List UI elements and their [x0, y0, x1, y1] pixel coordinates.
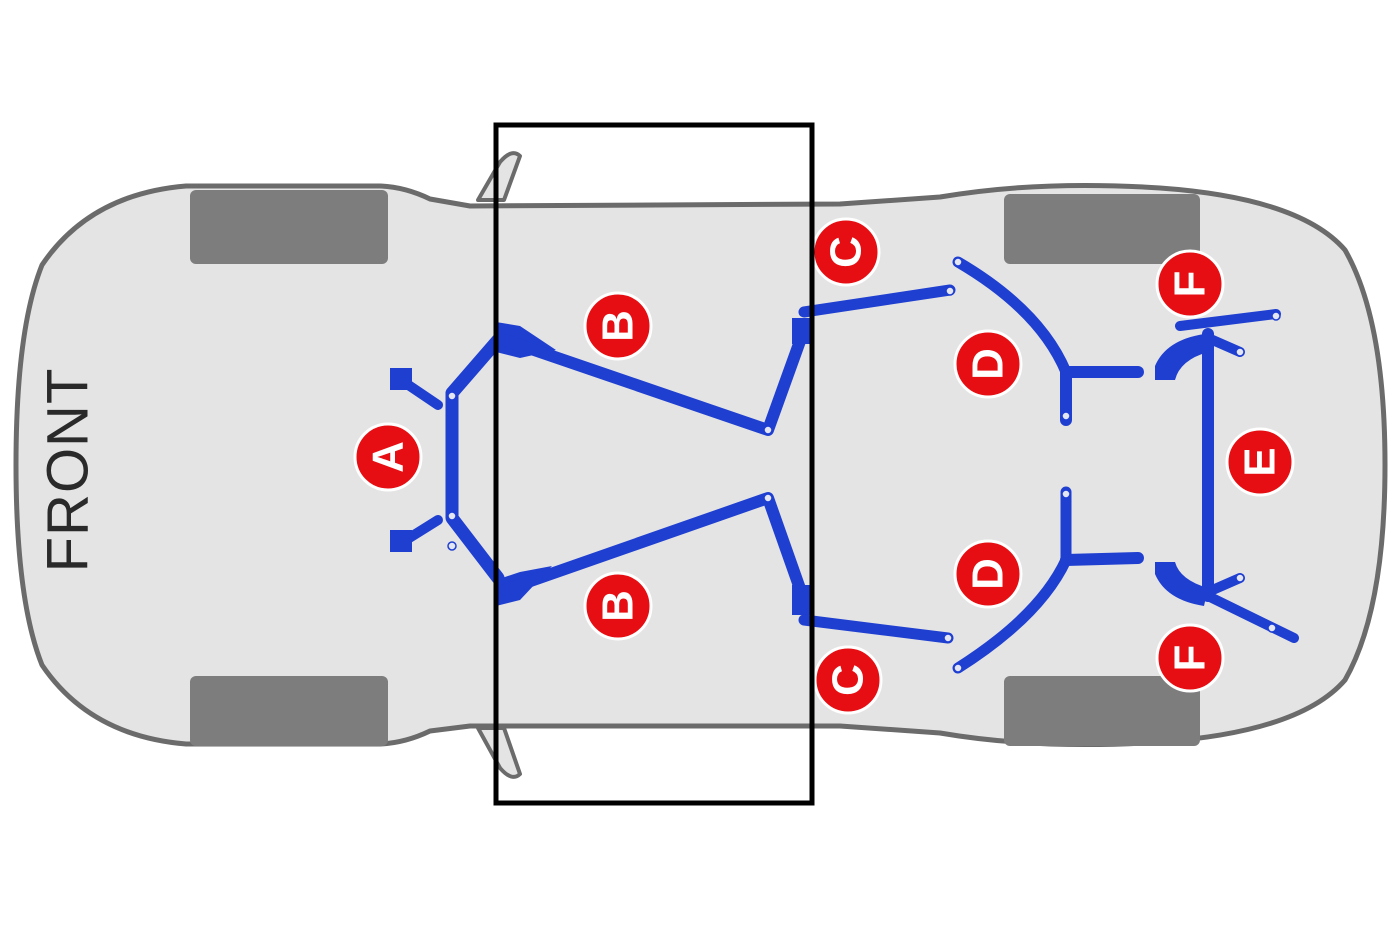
svg-text:F: F: [1166, 645, 1215, 672]
svg-text:B: B: [594, 310, 643, 342]
brace-d-top: [952, 256, 1144, 426]
brace-f-top: [1175, 309, 1281, 357]
svg-text:C: C: [824, 664, 873, 696]
badge-f-bottom: F: [1155, 623, 1225, 693]
brace-f-bottom: [1203, 573, 1299, 643]
svg-text:B: B: [594, 590, 643, 622]
brace-c-bottom: [798, 614, 954, 644]
svg-text:D: D: [964, 558, 1013, 590]
brace-c-top: [798, 284, 956, 318]
front-right-tire: [190, 676, 388, 746]
badge-b-top: B: [583, 291, 653, 361]
badge-c-bottom: C: [813, 645, 883, 715]
front-left-tire: [190, 190, 388, 264]
svg-text:A: A: [364, 441, 413, 473]
front-label: FRONT: [36, 368, 101, 573]
svg-text:F: F: [1166, 271, 1215, 298]
brace-d-bottom: [952, 486, 1144, 674]
brace-a: [390, 333, 505, 585]
badge-c-top: C: [811, 217, 881, 287]
svg-text:C: C: [822, 236, 871, 268]
badge-d-top: D: [953, 329, 1023, 399]
svg-text:D: D: [964, 348, 1013, 380]
left-mirror: [476, 151, 522, 202]
highlight-box: [493, 122, 815, 806]
brace-e: [1155, 328, 1214, 606]
brace-b-bottom: [496, 492, 814, 615]
badge-a: A: [353, 422, 423, 492]
rear-right-tire: [1004, 676, 1200, 746]
brace-b-top: [496, 318, 814, 436]
svg-text:E: E: [1236, 447, 1285, 476]
badge-e: E: [1225, 427, 1295, 497]
badge-d-bottom: D: [953, 539, 1023, 609]
badge-f-top: F: [1155, 249, 1225, 319]
right-mirror: [476, 726, 522, 779]
rear-left-tire: [1004, 194, 1200, 264]
badge-b-bottom: B: [583, 571, 653, 641]
